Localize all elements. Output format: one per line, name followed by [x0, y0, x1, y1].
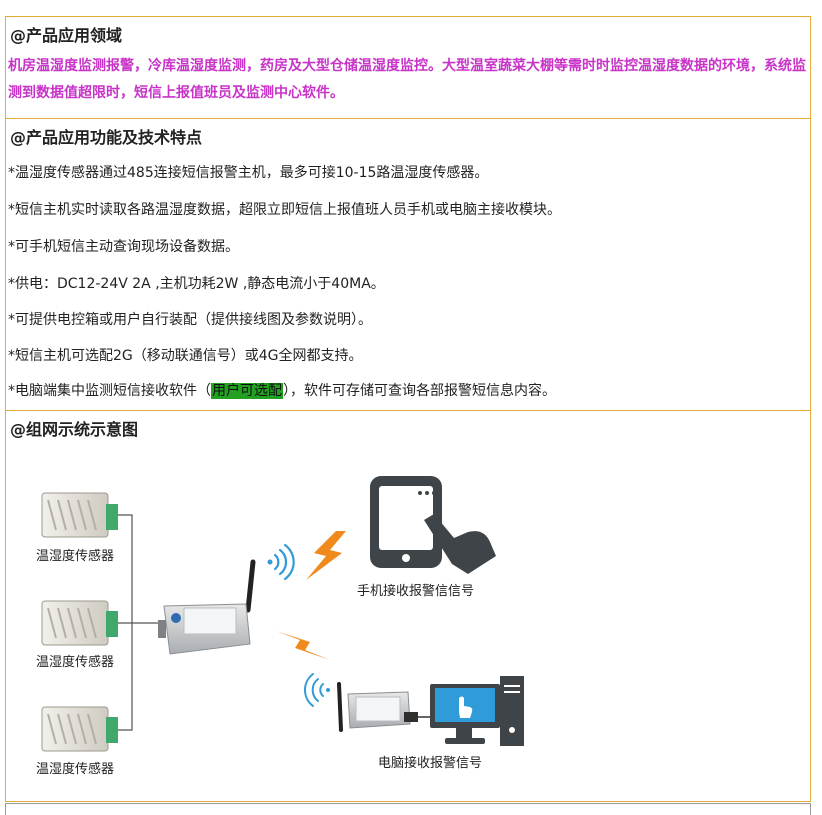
- humidity-sensor-device: [41, 492, 118, 538]
- section-network-diagram: @组网示统示意图: [5, 410, 811, 802]
- wifi-signal-icon: [267, 543, 295, 581]
- wifi-signal-icon: [304, 673, 330, 707]
- optional-highlight: 用户可选配: [211, 383, 283, 399]
- sms-receiver-module: [337, 682, 418, 732]
- phone-receive-caption: 手机接收报警信信号: [357, 584, 475, 599]
- computer-icon: [430, 676, 524, 746]
- feature-item-software: *电脑端集中监测短信接收软件（用户可选配），软件可存储可查询各部报警短信息内容。: [8, 380, 556, 400]
- section-title-features: @产品应用功能及技术特点: [10, 128, 203, 147]
- feature-item: *短信主机实时读取各路温湿度数据，超限立即短信上报值班人员手机或电脑主接收模块。: [8, 202, 561, 218]
- feature-item: *短信主机可选配2G（移动联通信号）或4G全网都支持。: [8, 348, 363, 364]
- lightning-icon: [306, 531, 346, 580]
- application-intro-text: 机房温湿度监测报警，冷库温湿度监测，药房及大型仓储温湿度监控。大型温室蔬菜大棚等…: [8, 58, 806, 101]
- mobile-phone-icon: [370, 476, 496, 574]
- feature-item: *供电：DC12-24V 2A ,主机功耗2W ,静态电流小于40MA。: [8, 276, 385, 292]
- feature-software-suffix: ），软件可存储可查询各部报警短信息内容。: [283, 383, 556, 399]
- lightning-icon: [276, 631, 330, 660]
- feature-item: *可手机短信主动查询现场设备数据。: [8, 239, 239, 255]
- feature-item: *可提供电控箱或用户自行装配（提供接线图及参数说明）。: [8, 312, 372, 328]
- feature-software-prefix: *电脑端集中监测短信接收软件（: [8, 383, 211, 399]
- next-section-edge: [5, 803, 811, 815]
- section-features: @产品应用功能及技术特点 *温湿度传感器通过485连接短信报警主机，最多可接10…: [5, 118, 811, 411]
- section-application-fields: @产品应用领域 机房温湿度监测报警，冷库温湿度监测，药房及大型仓储温湿度监控。大…: [5, 16, 811, 119]
- feature-item: *温湿度传感器通过485连接短信报警主机，最多可接10-15路温湿度传感器。: [8, 165, 489, 181]
- sensor-caption: 温湿度传感器: [36, 549, 115, 564]
- sensor-caption: 温湿度传感器: [36, 762, 115, 777]
- section-title-application-fields: @产品应用领域: [10, 26, 123, 45]
- rs485-wiring: [118, 514, 163, 731]
- humidity-sensor-device: [41, 706, 118, 752]
- humidity-sensor-device: [41, 600, 118, 646]
- sms-alarm-host: [158, 559, 256, 655]
- pc-receive-caption: 电脑接收报警信号: [378, 756, 483, 771]
- section-title-network-diagram: @组网示统示意图: [10, 420, 139, 439]
- sensor-caption: 温湿度传感器: [36, 655, 115, 670]
